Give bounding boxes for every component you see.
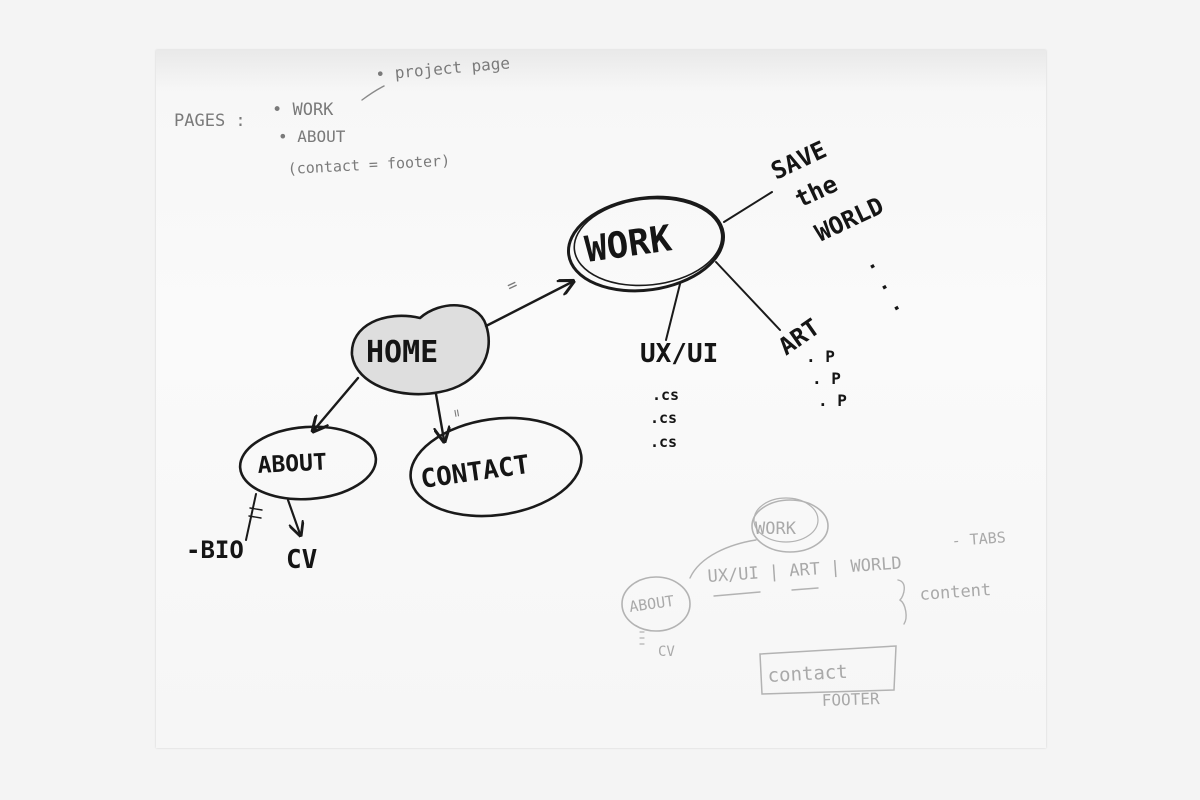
note-project-page: • project page: [375, 53, 511, 84]
project-page-connector: [361, 85, 385, 101]
wire-tab-underlines: [713, 587, 819, 597]
the-label: the: [791, 170, 842, 214]
art-project-1: . P: [806, 347, 835, 366]
equals-mark-work: =: [504, 274, 521, 295]
branch-save-the-world: SAVE the WORLD . . .: [767, 136, 915, 317]
wire-tabs-line: UX/UI | ART | WORLD: [707, 553, 902, 587]
pages-label: PAGES :: [174, 111, 246, 131]
about-to-cv-arrow: [286, 498, 300, 534]
wire-work-bubble-inner: [753, 497, 819, 543]
pages-notes: PAGES : • WORK • ABOUT • project page (c…: [174, 53, 511, 178]
about-label: ABOUT: [257, 449, 328, 479]
home-to-about-arrow: [314, 376, 360, 430]
branch-art: ART . P . P . P: [773, 313, 847, 410]
paper-sheet: [156, 50, 1046, 748]
work-to-uxui-line: [665, 283, 681, 341]
case-study-3: .cs: [650, 433, 677, 451]
wire-content-label: content: [919, 580, 992, 605]
wire-about-bubble: [621, 576, 691, 632]
node-home: HOME: [350, 304, 491, 396]
work-to-art-line: [715, 261, 781, 331]
home-label: HOME: [366, 335, 438, 370]
wire-about-cv: CV: [658, 644, 675, 660]
wire-footer-label: FOOTER: [821, 689, 880, 710]
case-study-2: .cs: [650, 409, 677, 427]
wire-work-label: WORK: [755, 519, 797, 539]
home-to-work-arrow: [484, 282, 572, 328]
work-label: WORK: [583, 218, 675, 271]
cv-label: CV: [286, 545, 317, 575]
wire-contact-label: contact: [767, 661, 848, 687]
wire-tabs-note: - TABS: [951, 528, 1006, 550]
contact-label: CONTACT: [419, 450, 532, 495]
note-item-about: • ABOUT: [278, 127, 346, 146]
bio-label: -BIO: [186, 536, 244, 564]
case-study-1: .cs: [652, 386, 679, 404]
wire-cv-marks: [639, 631, 645, 645]
equals-mark-contact: =: [448, 408, 464, 418]
wireframe-sketch: WORK ABOUT CV UX/UI | ART | WORLD - TABS…: [621, 497, 1006, 710]
note-item-work: • WORK: [272, 100, 334, 120]
art-project-3: . P: [818, 391, 847, 410]
wire-contact-box: [759, 645, 897, 695]
wire-content-brace: [897, 579, 907, 625]
work-to-world-line: [723, 191, 773, 223]
home-to-contact-arrow: [436, 392, 444, 440]
art-project-2: . P: [812, 369, 841, 388]
wire-about-work-curve: [689, 539, 757, 579]
branch-uxui: UX/UI .cs .cs .cs: [640, 339, 718, 451]
node-work: WORK: [566, 195, 726, 293]
wire-work-bubble: [751, 499, 829, 553]
wire-about-label: ABOUT: [628, 592, 675, 616]
uxui-label: UX/UI: [640, 339, 718, 369]
world-more-dots: . . .: [864, 253, 915, 317]
bio-equals-mark: [248, 507, 263, 519]
note-contact-footer: (contact = footer): [287, 152, 450, 178]
node-contact: CONTACT: [409, 416, 583, 518]
node-about: ABOUT: [238, 425, 378, 501]
